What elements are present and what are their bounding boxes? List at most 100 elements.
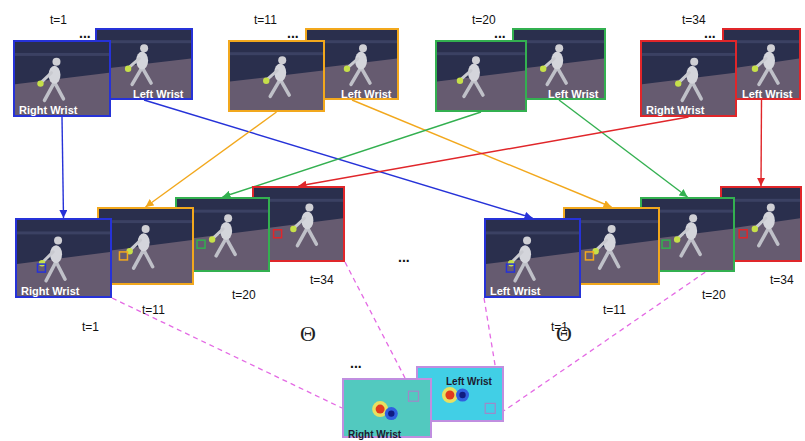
video-frame-image	[99, 209, 192, 283]
frame-label: Right Wrist	[19, 104, 77, 117]
player-glove	[39, 260, 45, 266]
time-label: t=34	[310, 273, 334, 287]
text-holder: t=34	[770, 270, 794, 288]
video-frame-image	[17, 220, 110, 296]
player-glove	[263, 78, 269, 84]
time-label: t=11	[254, 13, 277, 27]
time-label: t=1	[50, 13, 67, 27]
stands-backdrop	[177, 199, 268, 270]
stands-backdrop	[486, 220, 579, 296]
player-arm	[597, 240, 607, 250]
ellipsis-mark: ...	[79, 27, 91, 39]
player-glove	[674, 236, 680, 242]
player-glove	[752, 66, 758, 72]
player-arm	[131, 240, 141, 250]
player-legs	[44, 82, 63, 100]
dashed-connector	[345, 262, 405, 378]
text-holder: t=1	[82, 317, 99, 335]
field-ground	[437, 71, 525, 110]
player-legs	[681, 238, 700, 256]
response-peak-core	[376, 405, 385, 414]
operator-symbol: Θ	[556, 322, 572, 346]
response-trough	[456, 389, 469, 402]
wrist-marker	[37, 264, 45, 272]
stands-rail	[514, 40, 604, 43]
video-frame: t=34Right Wrist	[640, 40, 737, 117]
stands-backdrop	[17, 220, 110, 296]
player-glove	[37, 80, 43, 86]
frame-label: Left Wrist	[742, 88, 793, 101]
heatmap-label: Left Wrist	[446, 376, 492, 388]
player-glove	[752, 226, 758, 232]
text-holder: ...	[287, 24, 299, 42]
player-arm	[461, 71, 471, 80]
player-head	[305, 203, 313, 211]
frame-label: Right Wrist	[21, 285, 79, 298]
arrow-connector	[62, 117, 64, 218]
stands-rail	[486, 231, 579, 234]
time-label: t=34	[682, 13, 706, 27]
wrist-marker	[662, 240, 670, 248]
player-head	[523, 237, 531, 245]
time-label: t=20	[472, 13, 496, 27]
player-legs	[134, 250, 153, 269]
stands-backdrop	[97, 30, 191, 98]
stands-backdrop	[307, 30, 397, 98]
heatmap-ground	[418, 368, 502, 420]
video-frame: Right Wristt=1	[15, 218, 112, 298]
response-peak	[442, 387, 458, 403]
player-legs	[464, 79, 483, 96]
time-label: t=20	[702, 288, 726, 302]
player-glove	[675, 80, 681, 86]
video-frame: Left Wristt=1	[484, 218, 581, 298]
player-legs	[270, 79, 289, 96]
time-label: t=11	[603, 303, 626, 317]
player-glove	[540, 66, 546, 72]
video-frame-image	[230, 42, 323, 110]
text-holder: Left Wrist	[341, 84, 392, 102]
dashed-connector	[112, 298, 342, 408]
text-holder: t=20	[472, 10, 496, 28]
player-legs	[547, 67, 566, 84]
stands-backdrop	[437, 42, 525, 110]
stands-backdrop	[230, 42, 323, 110]
arrow-connector	[760, 100, 762, 186]
text-holder: t=1	[50, 10, 67, 28]
video-frame: t=1Right Wrist	[13, 40, 111, 117]
text-holder: Left Wrist	[133, 84, 184, 102]
player-head	[140, 44, 148, 52]
heatmap-ground	[344, 380, 430, 436]
player-head	[767, 44, 775, 52]
ellipsis-mark: ...	[350, 357, 362, 369]
stands-backdrop	[724, 30, 799, 98]
stands-rail	[177, 210, 268, 213]
stands-rail	[307, 40, 397, 43]
time-label: t=1	[82, 320, 99, 334]
dashed-connector	[484, 298, 495, 366]
text-holder: ...	[704, 24, 716, 42]
text-holder: Left Wrist	[490, 281, 541, 299]
wrist-marker	[506, 264, 514, 272]
text-holder: t=11	[603, 300, 626, 318]
player-legs	[759, 67, 778, 84]
player-arm	[294, 218, 304, 227]
stands-rail	[15, 53, 109, 56]
text-holder: ...	[79, 24, 91, 42]
ellipsis-mark: ...	[398, 251, 410, 263]
wrist-marker	[274, 230, 282, 238]
stands-backdrop	[642, 199, 733, 270]
stands-backdrop	[254, 188, 343, 260]
text-holder: Left Wrist	[548, 84, 599, 102]
frame-label: Left Wrist	[548, 88, 599, 101]
player-head	[142, 225, 150, 233]
stands-rail	[230, 52, 323, 55]
text-holder: Left Wrist	[446, 371, 492, 389]
player-arm	[41, 73, 51, 82]
player-legs	[515, 262, 534, 281]
stands-rail	[642, 53, 735, 56]
field-ground	[722, 218, 800, 260]
player-legs	[297, 228, 316, 246]
player-legs	[600, 250, 619, 269]
